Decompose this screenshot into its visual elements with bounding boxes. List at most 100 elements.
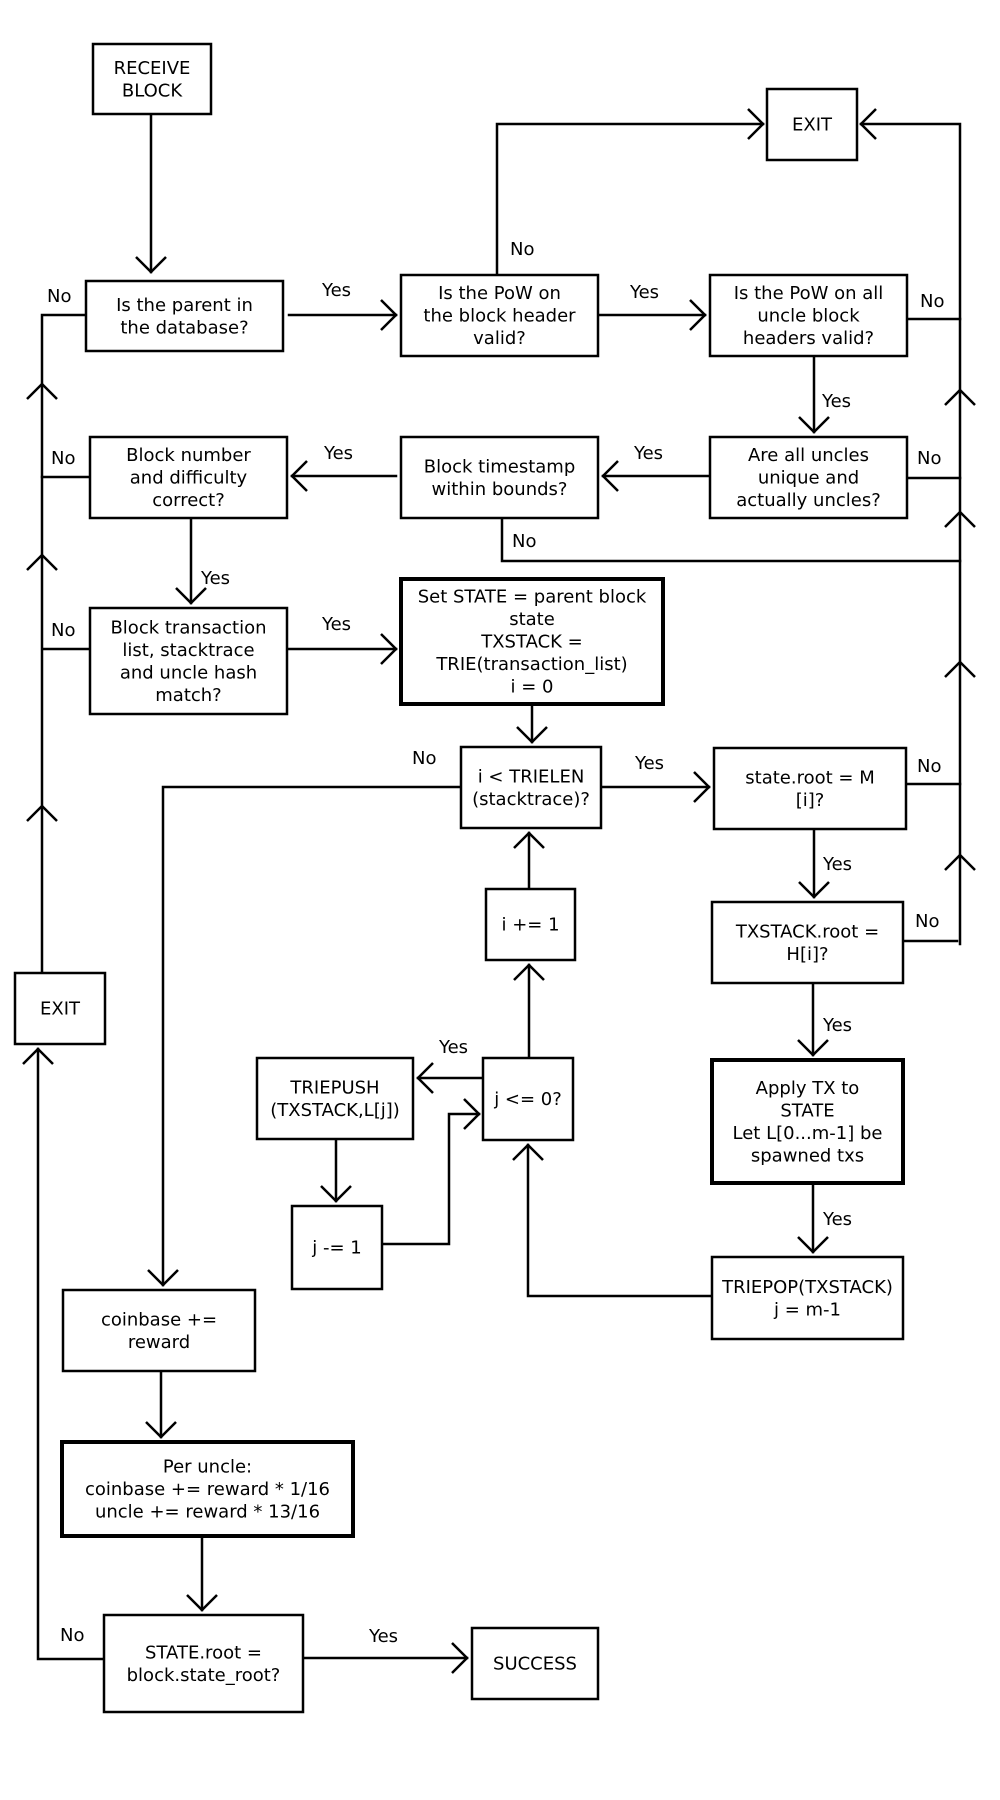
node-text-line: coinbase += xyxy=(101,1309,217,1330)
arrowhead-icon xyxy=(416,1062,434,1094)
node-text-line: i += 1 xyxy=(501,915,559,936)
node-text-line: and difficulty xyxy=(130,468,248,489)
node-box xyxy=(710,900,905,985)
node-state-root-check: STATE.root =block.state_root? xyxy=(102,1613,305,1714)
node-box xyxy=(88,606,289,716)
node-text-line: (TXSTACK,L[j]) xyxy=(270,1100,400,1121)
node-per-uncle: Per uncle:coinbase += reward * 1/16uncle… xyxy=(60,1440,355,1538)
edge-label-apply-tx-yes: Yes xyxy=(822,1209,852,1230)
arrowhead-icon xyxy=(797,1039,829,1057)
arrowhead-icon xyxy=(22,1047,54,1065)
left-spine-arrowhead-icon xyxy=(26,553,58,571)
node-i-lt-trielen: i < TRIELEN(stacktrace)? xyxy=(459,745,603,830)
node-box xyxy=(484,887,577,962)
edge-label-pow-uncles-yes: Yes xyxy=(821,391,851,412)
node-coinbase-reward: coinbase +=reward xyxy=(61,1288,257,1373)
edge-label-number-no: No xyxy=(51,448,75,469)
node-text-line: TRIEPOP(TXSTACK) xyxy=(721,1277,893,1298)
node-box xyxy=(102,1613,305,1714)
arrowhead-icon xyxy=(512,1143,544,1161)
node-success: SUCCESS xyxy=(470,1626,600,1701)
node-text-line: Per uncle: xyxy=(163,1457,252,1478)
arrowhead-icon xyxy=(380,299,398,331)
node-text-line: STATE xyxy=(780,1100,834,1121)
node-text-line: RECEIVE xyxy=(114,58,191,79)
edge-triepop-to-jle xyxy=(526,1143,714,1298)
node-text-line: headers valid? xyxy=(743,328,874,349)
node-box xyxy=(710,1058,905,1185)
node-text-line: SUCCESS xyxy=(493,1654,577,1675)
node-box xyxy=(481,1056,575,1142)
node-text-line: i < TRIELEN xyxy=(478,766,585,787)
arrowhead-icon xyxy=(513,963,545,981)
edge-label-txstack-root-no: No xyxy=(915,911,939,932)
arrowhead-icon xyxy=(135,256,167,274)
node-text-line: Is the PoW on xyxy=(438,283,561,304)
node-text-line: the database? xyxy=(120,317,248,338)
edge-label-parent-no: No xyxy=(47,286,71,307)
node-i-increment: i += 1 xyxy=(484,887,577,962)
node-triepop: TRIEPOP(TXSTACK)j = m-1 xyxy=(710,1255,905,1341)
node-text-line: and uncle hash xyxy=(120,662,257,683)
node-text-line: Block timestamp xyxy=(424,456,576,477)
arrowhead-icon xyxy=(516,726,548,744)
arrowhead-icon xyxy=(451,1642,469,1674)
edge-label-txlist-no: No xyxy=(51,620,75,641)
arrowhead-icon xyxy=(186,1594,218,1612)
node-text-line: match? xyxy=(155,685,221,706)
edge-label-parent-yes: Yes xyxy=(321,280,351,301)
arrowhead-icon xyxy=(463,1098,481,1130)
edge-jdec-to-jle xyxy=(380,1112,481,1246)
node-text-line: H[i]? xyxy=(786,944,828,965)
left-spine-arrowhead-icon xyxy=(26,382,58,400)
node-text-line: Set STATE = parent block xyxy=(418,587,647,608)
node-text-line: unique and xyxy=(758,468,859,489)
node-box xyxy=(708,273,909,358)
right-spine-arrowhead-icon xyxy=(944,660,976,678)
node-box xyxy=(88,435,289,520)
node-text-line: reward xyxy=(128,1332,190,1353)
node-text-line: BLOCK xyxy=(122,80,183,101)
node-box xyxy=(399,273,600,358)
node-box xyxy=(60,1440,355,1538)
edges xyxy=(22,108,976,1674)
arrowhead-icon xyxy=(859,108,877,140)
arrowhead-icon xyxy=(601,460,619,492)
node-box xyxy=(61,1288,257,1373)
node-text-line: (stacktrace)? xyxy=(472,789,590,810)
node-text-line: TRIE(transaction_list) xyxy=(435,654,627,675)
edge-label-state-root-m-no: No xyxy=(917,756,941,777)
node-text-line: uncle block xyxy=(757,306,860,327)
node-text-line: Apply TX to xyxy=(756,1078,860,1099)
arrowhead-icon xyxy=(320,1185,352,1203)
edge-label-txstack-root-yes: Yes xyxy=(822,1015,852,1036)
node-text-line: state.root = M xyxy=(745,767,874,788)
node-text-line: j <= 0? xyxy=(493,1089,562,1110)
edge-label-txlist-yes: Yes xyxy=(321,614,351,635)
node-text-line: EXIT xyxy=(792,115,833,136)
node-text-line: the block header xyxy=(423,306,576,327)
edge-label-trielen-no: No xyxy=(412,748,436,769)
node-box xyxy=(710,1255,905,1341)
node-text-line: list, stacktrace xyxy=(122,640,254,661)
arrowhead-icon xyxy=(147,1269,179,1287)
node-box xyxy=(712,746,908,831)
node-text-line: correct? xyxy=(152,490,225,511)
node-box xyxy=(290,1204,384,1291)
node-text-line: STATE.root = xyxy=(145,1642,262,1663)
node-j-le-zero: j <= 0? xyxy=(481,1056,575,1142)
node-text-line: Is the PoW on all xyxy=(734,283,884,304)
edge-trielen-no xyxy=(161,785,463,1287)
node-text-line: spawned txs xyxy=(751,1145,864,1166)
node-text-line: actually uncles? xyxy=(736,490,881,511)
node-j-decrement: j -= 1 xyxy=(290,1204,384,1291)
edge-check-no xyxy=(36,1047,106,1661)
